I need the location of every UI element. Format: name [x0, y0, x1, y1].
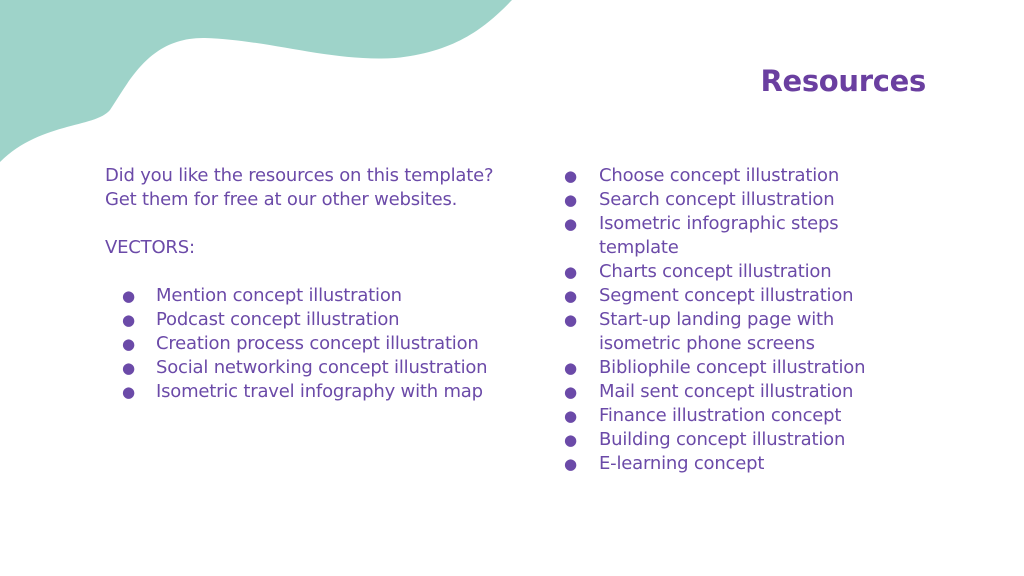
spacer [105, 212, 495, 236]
left-column: Did you like the resources on this templ… [105, 164, 495, 404]
bullet-icon: ● [564, 191, 577, 209]
intro-text: Did you like the resources on this templ… [105, 165, 494, 210]
list-item-label: Mail sent concept illustration [599, 381, 854, 402]
slide-title: Resources [760, 64, 926, 98]
bullet-icon: ● [564, 287, 577, 305]
bullet-icon: ● [564, 383, 577, 401]
list-item-label: Start-up landing page with isometric pho… [599, 309, 835, 354]
list-item: ● Start-up landing page with isometric ph… [562, 308, 892, 356]
decorative-blob-shape [0, 0, 512, 162]
blob-path [0, 0, 512, 162]
list-item: ● Mention concept illustration [105, 284, 495, 308]
list-item: ● E-learning concept [562, 452, 892, 476]
bullet-icon: ● [564, 359, 577, 377]
list-item-label: Search concept illustration [599, 189, 835, 210]
list-item: ● Building concept illustration [562, 428, 892, 452]
list-item-label: Building concept illustration [599, 429, 846, 450]
list-item-label: Choose concept illustration [599, 165, 840, 186]
bullet-icon: ● [564, 215, 577, 233]
list-item: ● Mail sent concept illustration [562, 380, 892, 404]
list-item: ● Creation process concept illustration [105, 332, 495, 356]
list-item: ● Podcast concept illustration [105, 308, 495, 332]
list-item-label: Bibliophile concept illustration [599, 357, 866, 378]
bullet-icon: ● [122, 335, 135, 353]
bullet-icon: ● [564, 407, 577, 425]
list-item-label: Segment concept illustration [599, 285, 854, 306]
bullet-icon: ● [122, 311, 135, 329]
list-item: ● Search concept illustration [562, 188, 892, 212]
spacer [105, 260, 495, 284]
list-item-label: Charts concept illustration [599, 261, 832, 282]
bullet-icon: ● [564, 311, 577, 329]
bullet-icon: ● [564, 455, 577, 473]
list-item-label: Isometric infographic steps template [599, 213, 839, 258]
list-item-label: Social networking concept illustration [156, 357, 488, 378]
list-item-label: Creation process concept illustration [156, 333, 479, 354]
list-item: ● Isometric travel infography with map [105, 380, 495, 404]
list-item: ● Bibliophile concept illustration [562, 356, 892, 380]
list-item-label: Podcast concept illustration [156, 309, 400, 330]
list-item: ● Finance illustration concept [562, 404, 892, 428]
list-item-label: Mention concept illustration [156, 285, 402, 306]
right-bullet-list: ● Choose concept illustration ● Search con… [562, 164, 892, 476]
bullet-icon: ● [564, 167, 577, 185]
list-item-label: E-learning concept [599, 453, 765, 474]
list-item: ● Social networking concept illustration [105, 356, 495, 380]
bullet-icon: ● [564, 431, 577, 449]
bullet-icon: ● [564, 263, 577, 281]
bullet-icon: ● [122, 359, 135, 377]
list-item: ● Segment concept illustration [562, 284, 892, 308]
list-item-label: Finance illustration concept [599, 405, 842, 426]
left-bullet-list: ● Mention concept illustration ● Podcast c… [105, 284, 495, 404]
bullet-icon: ● [122, 287, 135, 305]
bullet-icon: ● [122, 383, 135, 401]
section-label: VECTORS: [105, 237, 195, 258]
list-item: ● Isometric infographic steps template [562, 212, 892, 260]
list-item-label: Isometric travel infography with map [156, 381, 483, 402]
right-column: ● Choose concept illustration ● Search con… [562, 164, 892, 476]
list-item: ● Charts concept illustration [562, 260, 892, 284]
list-item: ● Choose concept illustration [562, 164, 892, 188]
